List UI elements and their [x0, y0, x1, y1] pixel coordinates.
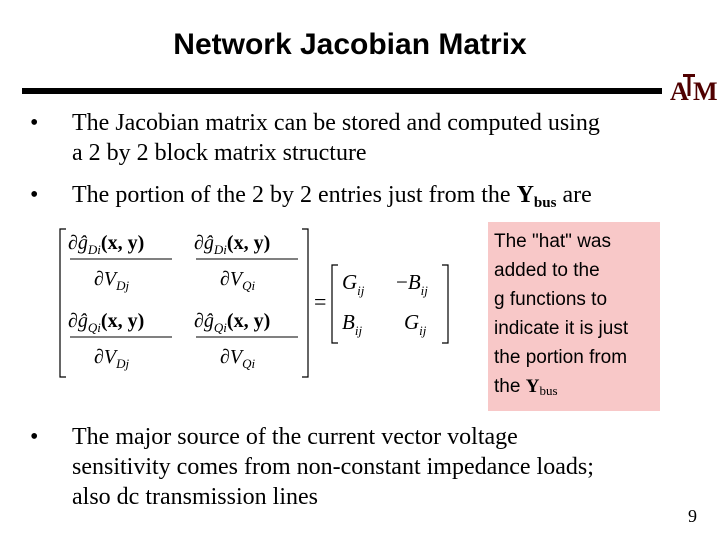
eq-args: (x, y) — [101, 232, 144, 254]
eq-partial: ∂ — [194, 232, 204, 254]
bullet-2-y: Y — [516, 182, 534, 208]
svg-text:∂VQi: ∂VQi — [220, 346, 256, 371]
eq-sub-D: D — [213, 242, 224, 257]
eq-sub-ij: ij — [355, 323, 363, 338]
note-line-6: the Ybus — [494, 372, 654, 405]
svg-text:∂ĝQi(x, y): ∂ĝQi(x, y) — [68, 310, 144, 335]
right-matrix-bracket-right — [442, 264, 449, 344]
note-last-pre: the — [494, 376, 526, 397]
note-ysub: bus — [539, 383, 558, 398]
title-underline — [22, 88, 662, 94]
jacobian-equation: ∂ĝDi(x, y) ∂ĝDi(x, y) ∂ĝQi(x, y) ∂ĝQi(x,… — [59, 228, 449, 378]
bullet-text-3: The major source of the current vector v… — [72, 422, 594, 512]
eq-ghat: ĝ — [204, 232, 214, 254]
bullet-1-line-1: The Jacobian matrix can be stored and co… — [72, 110, 600, 136]
svg-text:A: A — [670, 77, 689, 106]
slide-title: Network Jacobian Matrix — [173, 28, 527, 61]
bullet-2-pre: The portion of the 2 by 2 entries just f… — [72, 182, 517, 208]
eq-sub-Q: Q — [242, 278, 252, 293]
note-callout: The "hat" was added to the g functions t… — [488, 222, 660, 411]
svg-text:∂ĝQi(x, y): ∂ĝQi(x, y) — [194, 310, 270, 335]
right-matrix-bracket-left — [331, 264, 338, 344]
eq-partial: ∂ — [220, 346, 230, 368]
svg-text:−Bij: −Bij — [396, 270, 428, 298]
eq-sub-i: i — [252, 356, 256, 371]
eq-partial: ∂ — [94, 346, 104, 368]
eq-args: (x, y) — [101, 310, 144, 332]
eq-partial: ∂ — [68, 232, 78, 254]
eq-sub-ij: ij — [421, 283, 429, 298]
note-line-1: The "hat" was — [494, 231, 611, 252]
eq-B: B — [408, 270, 421, 294]
eq-V: V — [104, 268, 119, 290]
eq-ghat: ĝ — [204, 310, 214, 332]
eq-sub-D: D — [115, 278, 126, 293]
svg-text:∂VQi: ∂VQi — [220, 268, 256, 293]
bullet-3-line-3: also dc transmission lines — [72, 484, 318, 510]
eq-V: V — [230, 268, 245, 290]
eq-sub-j: j — [124, 356, 130, 371]
eq-ghat: ĝ — [78, 232, 88, 254]
eq-sub-i: i — [97, 242, 101, 257]
eq-minus: − — [396, 270, 408, 294]
svg-text:∂ĝDi(x, y): ∂ĝDi(x, y) — [194, 232, 270, 257]
eq-G: G — [404, 310, 419, 334]
eq-sub-j: j — [124, 278, 130, 293]
page-number: 9 — [688, 506, 697, 526]
eq-sub-Q: Q — [88, 320, 98, 335]
eq-sub-ij: ij — [419, 323, 427, 338]
note-y: Y — [525, 376, 540, 397]
svg-text:Gij: Gij — [342, 270, 365, 298]
eq-sub-i: i — [252, 278, 256, 293]
eq-B: B — [342, 310, 355, 334]
eq-args: (x, y) — [227, 232, 270, 254]
eq-sub-Q: Q — [242, 356, 252, 371]
left-bracket — [59, 228, 66, 378]
bullet-text-2: The portion of the 2 by 2 entries just f… — [72, 180, 592, 218]
eq-V: V — [104, 346, 119, 368]
note-line-2: added to the — [494, 260, 600, 281]
eq-sub-i: i — [223, 320, 227, 335]
bullet-1-line-2: a 2 by 2 block matrix structure — [72, 140, 367, 166]
eq-partial: ∂ — [94, 268, 104, 290]
svg-text:∂VDj: ∂VDj — [94, 346, 130, 371]
university-logo: A M — [670, 74, 718, 106]
eq-ghat: ĝ — [78, 310, 88, 332]
svg-text:Gij: Gij — [404, 310, 427, 338]
note-line-5: the portion from — [494, 347, 628, 368]
bullet-marker-2: • — [30, 182, 39, 208]
note-line-3: g functions to — [494, 289, 608, 310]
svg-text:Bij: Bij — [342, 310, 362, 338]
bullet-2-post: are — [556, 182, 592, 208]
svg-text:M: M — [693, 77, 718, 106]
eq-partial: ∂ — [220, 268, 230, 290]
left-bracket-close — [302, 228, 309, 378]
eq-sub-D: D — [115, 356, 126, 371]
bullet-marker-1: • — [30, 110, 39, 136]
bullet-2-ysub: bus — [533, 195, 557, 211]
eq-equals: = — [314, 289, 326, 314]
eq-sub-D: D — [87, 242, 98, 257]
eq-partial: ∂ — [194, 310, 204, 332]
eq-sub-i: i — [97, 320, 101, 335]
eq-args: (x, y) — [227, 310, 270, 332]
bullet-3-line-1: The major source of the current vector v… — [72, 424, 518, 450]
bullet-3-line-2: sensitivity comes from non-constant impe… — [72, 454, 594, 480]
eq-G: G — [342, 270, 357, 294]
bullet-text-1: The Jacobian matrix can be stored and co… — [72, 108, 600, 168]
bullet-marker-3: • — [30, 424, 39, 450]
note-line-4: indicate it is just — [494, 318, 629, 339]
eq-V: V — [230, 346, 245, 368]
svg-text:∂VDj: ∂VDj — [94, 268, 130, 293]
svg-text:∂ĝDi(x, y): ∂ĝDi(x, y) — [68, 232, 144, 257]
eq-sub-ij: ij — [357, 283, 365, 298]
eq-partial: ∂ — [68, 310, 78, 332]
eq-sub-i: i — [223, 242, 227, 257]
eq-sub-Q: Q — [214, 320, 224, 335]
